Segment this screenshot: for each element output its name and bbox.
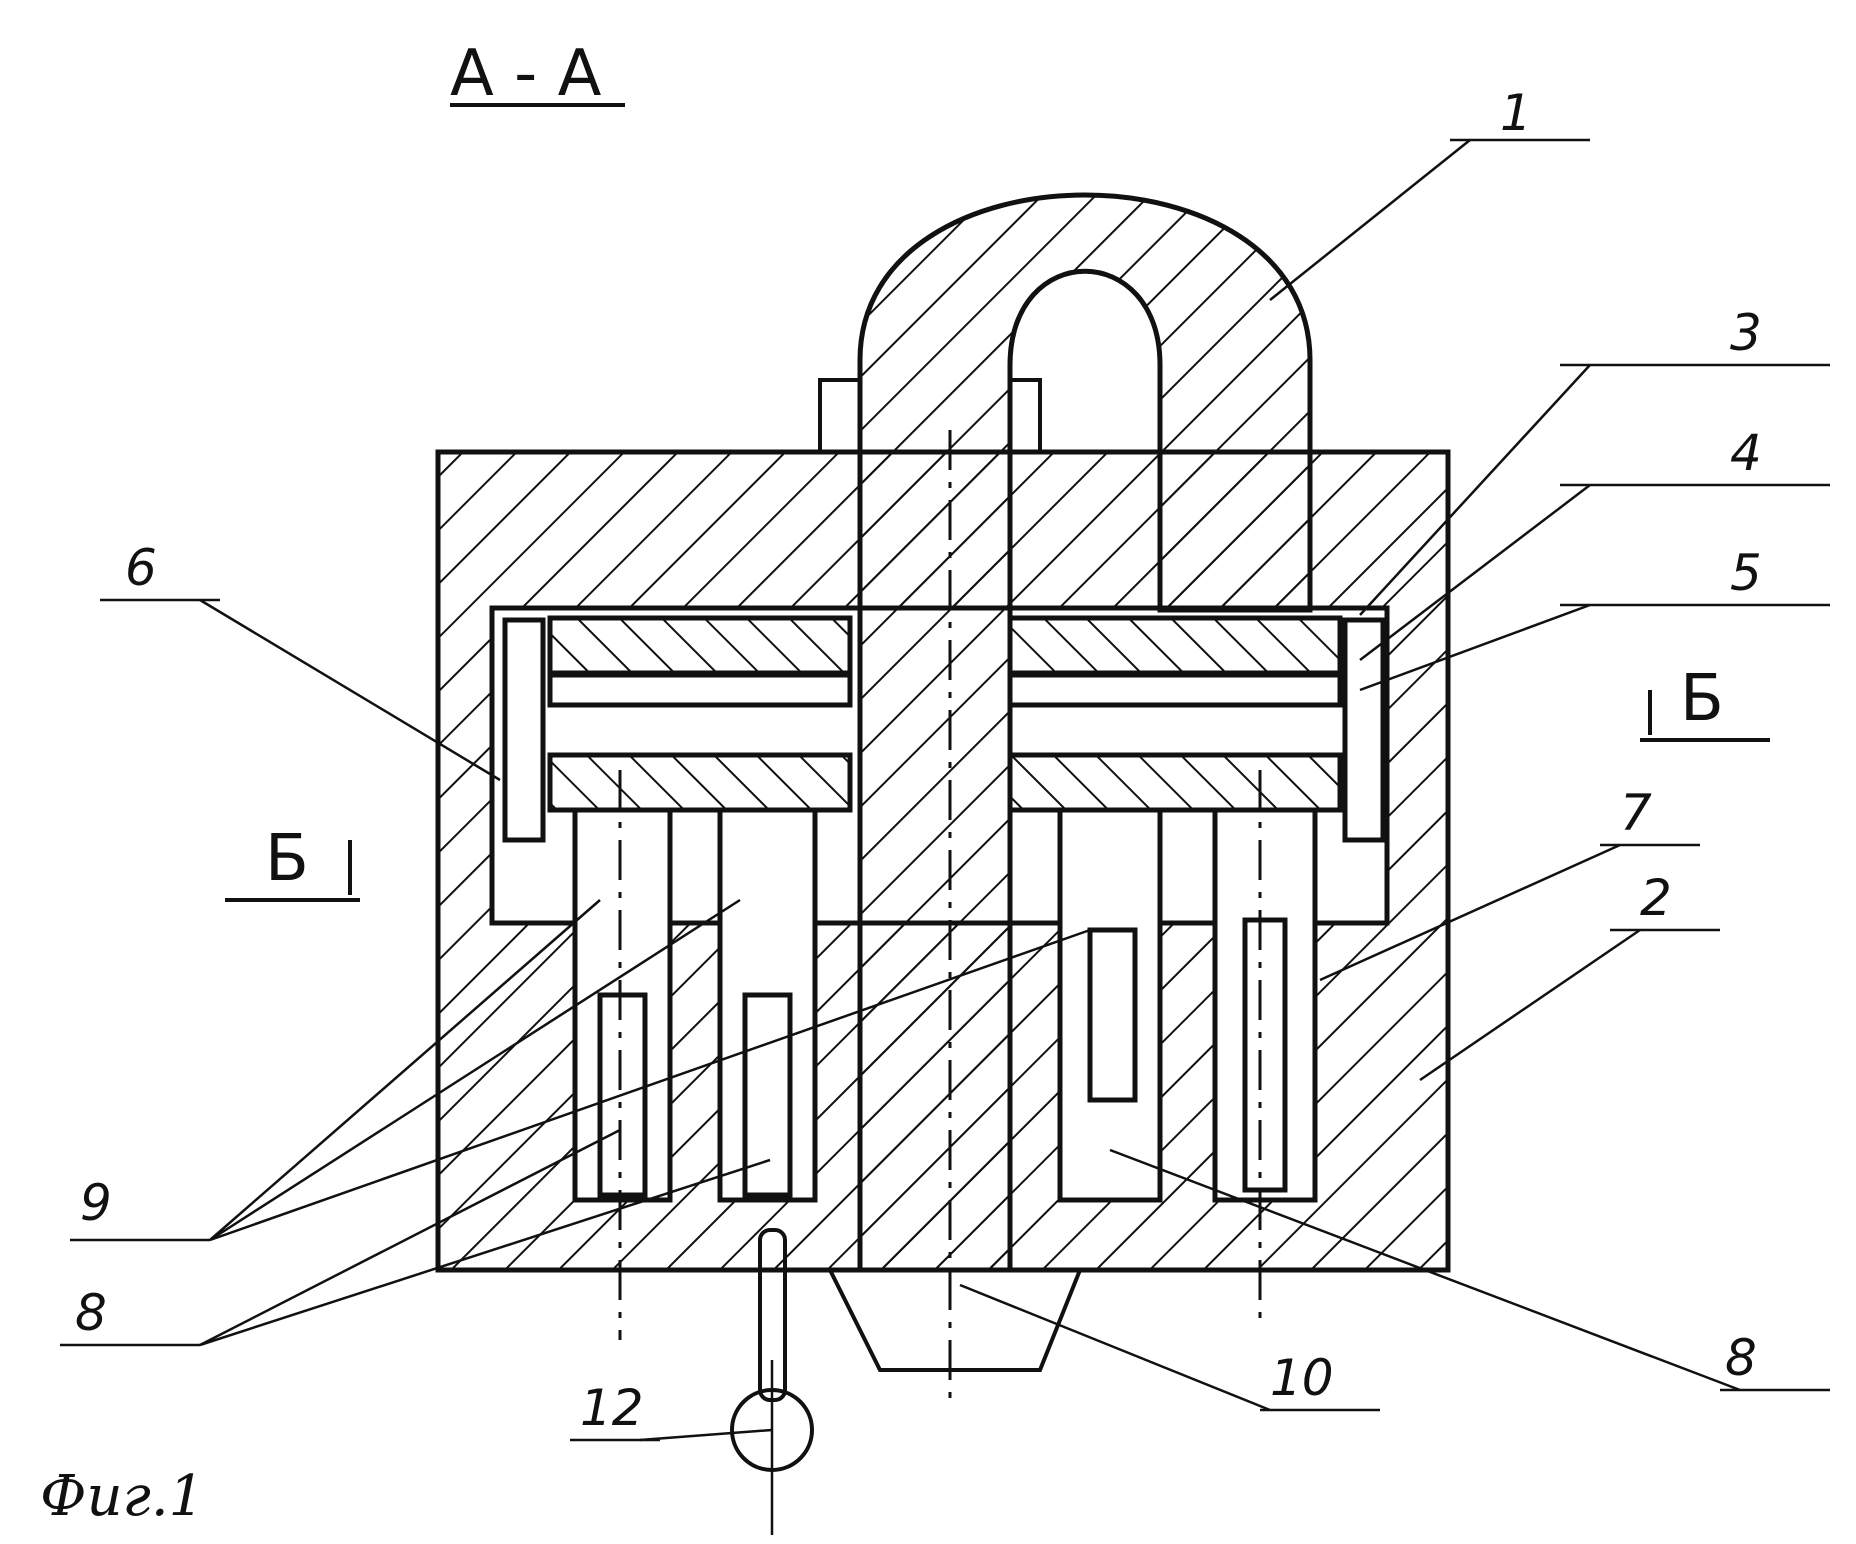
keyway-part-10 (828, 1269, 1082, 1372)
section-line-left: Б (225, 822, 360, 902)
callout-7: 7 (1620, 784, 1652, 842)
callout-4: 4 (1730, 424, 1762, 482)
callout-8-left: 8 (75, 1284, 107, 1342)
leader-lines (60, 138, 1830, 1442)
section-title: А - А (450, 37, 602, 111)
callout-12: 12 (580, 1379, 644, 1437)
pin-channels (572, 807, 1318, 1203)
shackle-part-1 (818, 192, 1313, 1273)
callout-2: 2 (1640, 869, 1672, 927)
callout-3: 3 (1730, 304, 1762, 362)
section-line-right: Б (1640, 662, 1770, 742)
key-part-12 (730, 1228, 814, 1535)
callout-9: 9 (80, 1174, 112, 1232)
pin-right-part-6 (1342, 617, 1386, 843)
disc-stack-left (547, 615, 853, 813)
callout-6: 6 (125, 539, 157, 597)
callout-5: 5 (1730, 544, 1762, 602)
callout-1: 1 (1500, 84, 1532, 142)
figure-caption: Фиг.1 (40, 1464, 204, 1529)
callout-8-right: 8 (1725, 1329, 1757, 1387)
section-mark-right: Б (1680, 662, 1724, 736)
section-mark-left: Б (265, 822, 309, 896)
callout-10: 10 (1270, 1349, 1334, 1407)
pin-left-part-6 (502, 617, 546, 843)
disc-stack-right (1007, 615, 1343, 813)
